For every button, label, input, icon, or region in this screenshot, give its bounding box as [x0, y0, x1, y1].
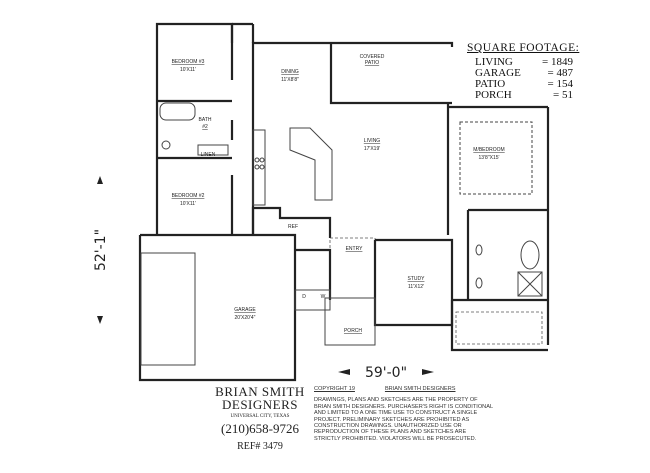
room-name: PORCH [344, 328, 362, 334]
copyright-label: COPYRIGHT 19 [314, 386, 355, 392]
square-footage-title: SQUARE FOOTAGE: [467, 42, 580, 54]
designer-block: BRIAN SMITH DESIGNERS UNIVERSAL CITY, TE… [210, 385, 310, 452]
sf-row: GARAGE = 487 [467, 68, 579, 79]
width-dimension: 59'-0" [365, 365, 407, 381]
sf-name: PORCH [475, 89, 512, 101]
room-name: LIVING [364, 138, 381, 144]
washer-label: W [321, 294, 326, 300]
room-sub: #2 [202, 124, 208, 130]
arrow-right-icon [422, 369, 434, 375]
legal-text: DRAWINGS, PLANS AND SKETCHES ARE THE PRO… [314, 397, 493, 442]
sf-name: LIVING [475, 56, 513, 68]
sf-row: PATIO = 154 [467, 79, 579, 90]
room-size: 11'X12' [408, 284, 424, 290]
copyright-owner: BRIAN SMITH DESIGNERS [384, 386, 456, 392]
room-size: 11'X8'8" [281, 77, 299, 83]
room-name: BEDROOM #2 [172, 193, 205, 199]
room-labels: BEDROOM #3 10'X11' BATH #2 LINEN BEDROOM… [172, 54, 505, 334]
room-size: 10'X11' [180, 67, 196, 73]
sf-name: GARAGE [475, 67, 521, 79]
room-size: 13'8"X15' [479, 155, 500, 161]
room-sub: PATIO [365, 60, 379, 66]
walls [138, 22, 550, 382]
brand-ref: REF# 3479 [237, 441, 283, 452]
arrow-left-icon [338, 369, 350, 375]
room-name: BATH [199, 117, 212, 123]
room-size: 17'X19' [364, 146, 380, 152]
room-size: 20'X20'4" [235, 315, 256, 321]
brand-line1: BRIAN SMITH [215, 384, 305, 399]
room-name: STUDY [408, 276, 426, 282]
room-name: COVERED [360, 54, 385, 60]
dimension-depth: 52'-1" [93, 176, 109, 324]
room-name: LINEN [201, 152, 216, 158]
brand-location: UNIVERSAL CITY, TEXAS [230, 414, 290, 419]
dryer-label: D [302, 294, 306, 300]
sf-value: = 487 [547, 67, 573, 79]
room-name: M/BEDROOM [473, 147, 504, 153]
room-size: 10'X11' [180, 201, 196, 207]
arrow-up-icon [97, 176, 103, 184]
sf-name: PATIO [475, 78, 506, 90]
sf-row: PORCH = 51 [467, 90, 579, 101]
depth-dimension: 52'-1" [93, 229, 109, 271]
copyright-notice: COPYRIGHT 19 BRIAN SMITH DESIGNERS DRAWIN… [314, 386, 494, 442]
brand-line2: DESIGNERS [221, 397, 298, 412]
arrow-down-icon [97, 316, 103, 324]
room-name: BEDROOM #3 [172, 59, 205, 65]
sf-value: = 154 [547, 78, 573, 90]
room-name: DINING [281, 69, 299, 75]
square-footage-table: SQUARE FOOTAGE: LIVING = 1849 GARAGE = 487… [467, 42, 580, 101]
room-name: GARAGE [234, 307, 256, 313]
dimension-width: 59'-0" [338, 365, 434, 381]
sf-row: LIVING = 1849 [467, 57, 579, 68]
room-name: REF [288, 224, 298, 230]
sf-value: = 1849 [542, 56, 573, 68]
brand-phone: (210)658-9726 [221, 421, 299, 436]
room-name: ENTRY [346, 246, 364, 252]
sf-value: = 51 [553, 89, 573, 101]
